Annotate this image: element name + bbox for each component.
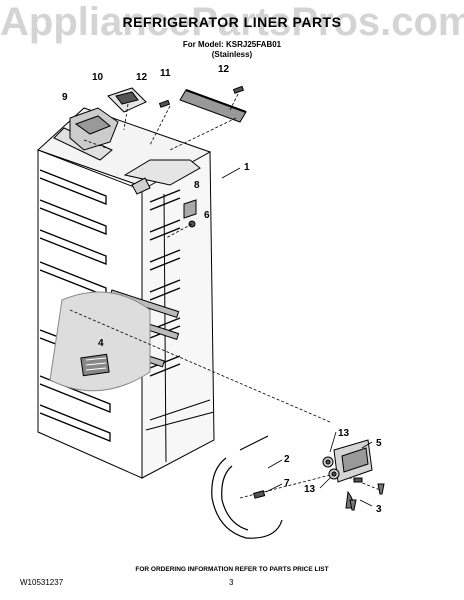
page-title: REFRIGERATOR LINER PARTS (122, 14, 342, 30)
part-2-tubing (211, 435, 283, 539)
callout-7: 7 (284, 478, 290, 489)
part-4-grille (80, 353, 110, 377)
finish-line: (Stainless) (211, 50, 253, 59)
callout-11: 11 (160, 68, 171, 79)
screw-7 (253, 490, 266, 499)
bracket-8 (183, 199, 197, 228)
bushings-13 (322, 456, 340, 480)
watermark: AppliancePartsPros.com (0, 0, 464, 44)
callout-13a: 13 (338, 428, 350, 439)
callout-4: 4 (98, 338, 104, 349)
callout-12a: 12 (136, 72, 148, 83)
callout-12b: 12 (218, 64, 230, 75)
screws-3 (349, 483, 385, 511)
callout-13b: 13 (304, 484, 316, 495)
part-11-trim (179, 89, 247, 123)
model-line: For Model: KSRJ25FAB01 (182, 40, 282, 49)
model-info: For Model: KSRJ25FAB01 (Stainless) (0, 40, 464, 60)
callout-9: 9 (62, 92, 68, 103)
callout-10: 10 (92, 72, 104, 83)
callout-5: 5 (376, 438, 382, 449)
document-number: W10531237 (20, 578, 64, 587)
callout-3: 3 (376, 504, 382, 515)
ordering-info: FOR ORDERING INFORMATION REFER TO PARTS … (135, 566, 329, 573)
callout-6: 6 (204, 210, 210, 221)
callout-labels: 1 2 3 4 5 6 7 8 9 10 11 12 12 13 13 (62, 64, 382, 515)
screws-12 (158, 85, 245, 108)
page-number: 3 (229, 578, 234, 587)
callout-1: 1 (244, 162, 250, 173)
hinge-5 (333, 439, 373, 509)
callout-8: 8 (194, 180, 200, 191)
light-housing (69, 87, 147, 151)
callout-2: 2 (284, 454, 290, 465)
